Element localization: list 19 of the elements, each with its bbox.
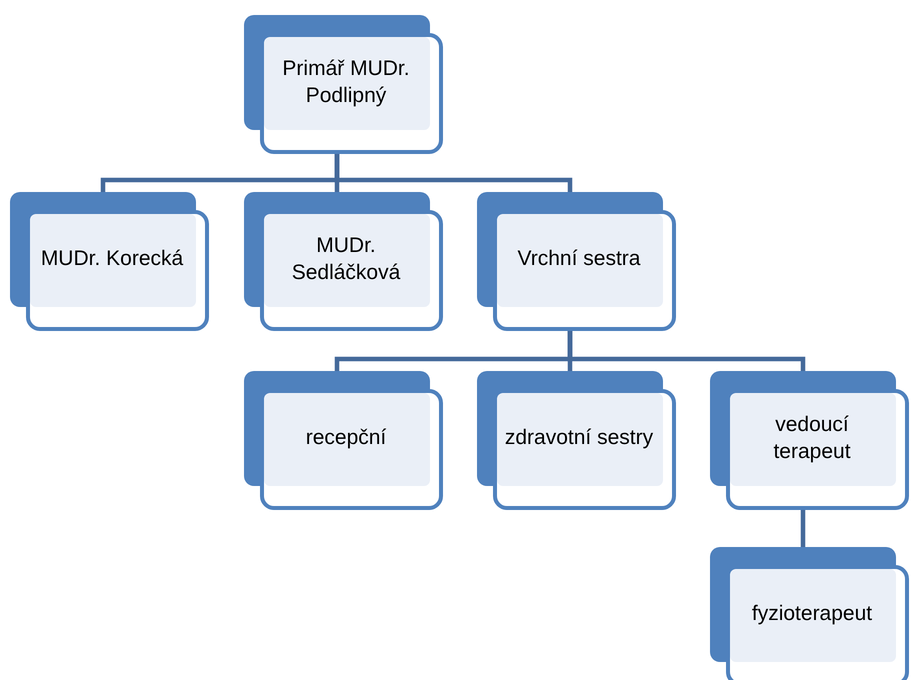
- box-label: fyzioterapeut: [752, 601, 872, 628]
- org-chart-box: [244, 192, 443, 331]
- org-chart-box: [710, 547, 909, 680]
- org-chart-box: [477, 371, 676, 510]
- box-label: MUDr. Sedláčková: [290, 233, 402, 286]
- box-label: MUDr. Korecká: [40, 246, 184, 272]
- connector-line: [568, 331, 806, 371]
- box-label: vedoucí terapeut: [772, 412, 852, 464]
- connector-line: [800, 510, 806, 547]
- box-label: recepční: [306, 425, 386, 452]
- box-label: Primář MUDr. Podlipný: [281, 56, 411, 108]
- box-label: Vrchní sestra: [518, 246, 640, 272]
- org-chart-box: [710, 371, 909, 510]
- box-label: zdravotní sestry: [504, 425, 654, 452]
- org-chart-box: [10, 192, 209, 331]
- org-chart-box: [244, 15, 443, 154]
- connector-line: [334, 154, 572, 192]
- org-chart-box: [477, 192, 676, 331]
- org-chart-box: [244, 371, 443, 510]
